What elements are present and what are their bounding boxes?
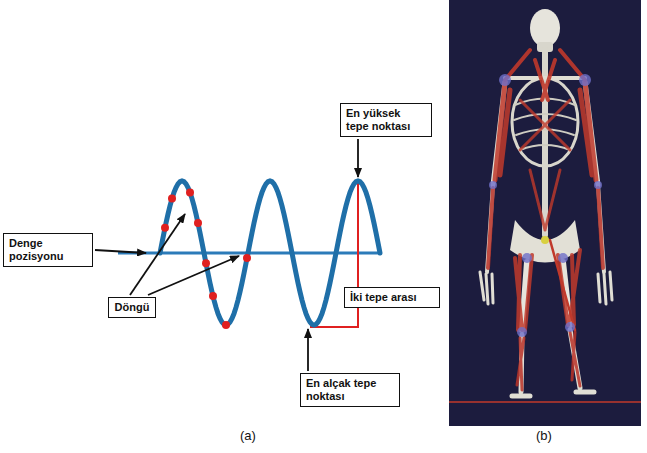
panel-label: (b): [536, 428, 552, 443]
drawing-part: [517, 332, 580, 390]
label-box: En alçak tepe noktası: [300, 373, 400, 407]
drawing-part: [517, 327, 527, 337]
drawing-part: [480, 272, 493, 304]
drawing-part: [194, 219, 202, 227]
leader-arrow: [357, 139, 359, 177]
drawing-part: [243, 254, 251, 262]
ground-line: [449, 401, 641, 403]
drawing-part: [499, 74, 511, 86]
label-box: En yüksek tepe noktası: [340, 103, 432, 137]
skeleton: [480, 9, 612, 396]
leader-arrow: [95, 250, 146, 253]
drawing-part: [594, 181, 602, 189]
label-box: Denge pozisyonu: [3, 233, 93, 267]
label-text: En alçak tepe noktası: [306, 377, 394, 403]
label-text: Denge pozisyonu: [9, 237, 87, 263]
drawing-part: [505, 76, 585, 80]
panel-label: (a): [240, 428, 256, 443]
label-text: Döngü: [114, 301, 150, 314]
drawing-part: [520, 100, 570, 230]
drawing-part: [598, 272, 612, 304]
label-text: İki tepe arası: [350, 291, 434, 304]
drawing-part: [558, 250, 580, 325]
label-text: En yüksek tepe noktası: [346, 107, 426, 133]
drawing-part: [565, 322, 575, 332]
drawing-part: [558, 253, 568, 263]
drawing-part: [222, 321, 230, 329]
drawing-part: [515, 255, 532, 330]
figure-panel: [449, 0, 641, 426]
leader-arrow: [148, 256, 239, 295]
drawing-part: [186, 188, 194, 196]
drawing-part: [505, 50, 585, 100]
drawing-part: [168, 195, 176, 203]
drawing-part: [202, 259, 210, 267]
drawing-part: [530, 9, 560, 47]
drawing-part: [161, 224, 169, 232]
drawing-part: [522, 253, 532, 263]
label-box: Döngü: [108, 297, 156, 318]
leader-arrow: [307, 329, 309, 371]
drawing-part: [495, 82, 596, 180]
drawing-part: [512, 392, 594, 396]
label-box: İki tepe arası: [344, 287, 440, 308]
drawing-part: [541, 236, 549, 244]
drawing-part: [550, 240, 575, 330]
drawing-part: [209, 292, 217, 300]
drawing-part: [579, 74, 591, 86]
sample-dots: [161, 188, 251, 329]
drawing-part: [489, 181, 497, 189]
